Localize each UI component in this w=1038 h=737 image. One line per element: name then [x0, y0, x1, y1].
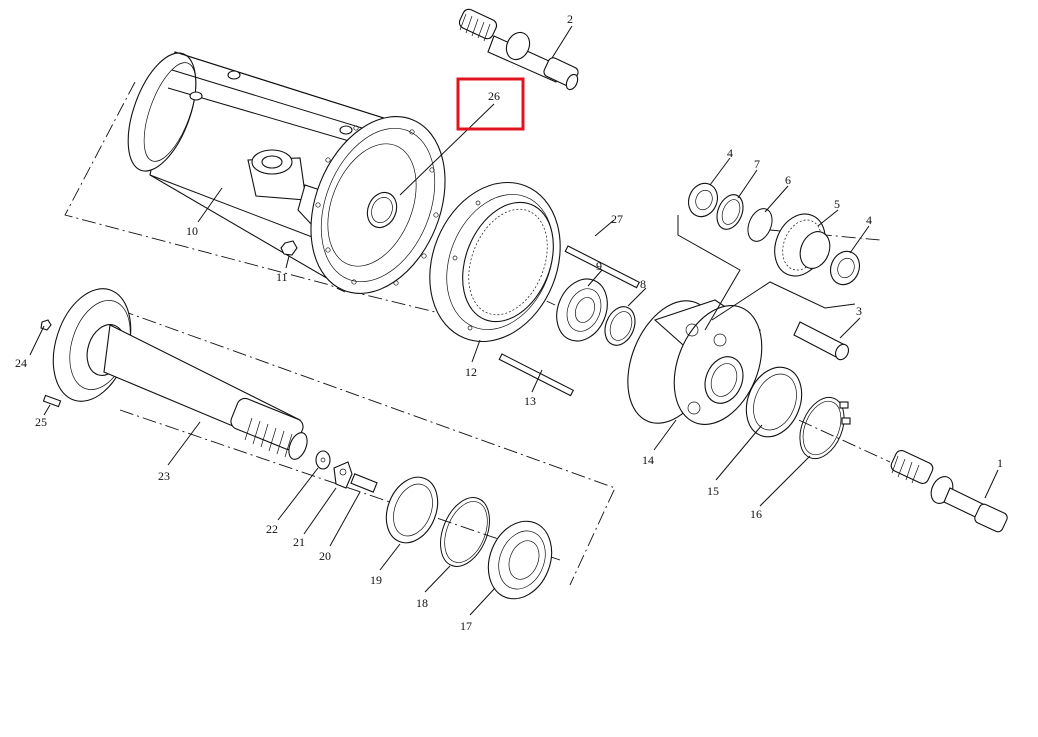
callout-18: 18 [416, 596, 428, 610]
part-8-snap-ring [604, 306, 636, 346]
part-14-planet-carrier [627, 215, 856, 425]
callout-3: 3 [856, 304, 862, 318]
highlight-box [456, 77, 525, 131]
part-16-retaining-ring [799, 396, 851, 460]
callout-24: 24 [15, 356, 27, 370]
part-23-axle-shaft [52, 288, 308, 460]
callout-16: 16 [750, 507, 762, 521]
callout-6: 6 [785, 173, 791, 187]
part-19-oil-seal [385, 476, 439, 544]
part-13-stud [498, 353, 575, 397]
part-27-stud [564, 245, 641, 289]
part-9-bearing [556, 278, 608, 342]
callout-10: 10 [186, 224, 198, 238]
part-12-ring-gear [429, 181, 561, 343]
part-1-sun-gear-shaft [890, 450, 1008, 533]
callout-4-right: 4 [866, 213, 872, 227]
callout-7: 7 [754, 157, 760, 171]
callout-26: 26 [488, 89, 500, 103]
callout-14: 14 [642, 453, 654, 467]
part-7-washer [716, 194, 744, 230]
callout-22: 22 [266, 522, 278, 536]
part-2-splined-shaft [458, 8, 579, 91]
part-6-circlip [747, 208, 773, 242]
part-22-washer [315, 450, 331, 470]
callout-27: 27 [611, 212, 623, 226]
part-20-bolt [350, 473, 378, 493]
callout-23: 23 [158, 469, 170, 483]
callout-9: 9 [596, 259, 602, 273]
callout-12: 12 [465, 365, 477, 379]
callout-4-left: 4 [727, 146, 733, 160]
part-18-o-ring [440, 497, 490, 567]
callout-25: 25 [35, 415, 47, 429]
part-11-nut [280, 240, 298, 256]
part-21-lock-plate [333, 461, 353, 489]
housing-flange [310, 116, 446, 294]
callout-19: 19 [370, 573, 382, 587]
part-5-planet-gear [774, 213, 831, 277]
leader-lines [29, 25, 999, 616]
callout-1: 1 [997, 456, 1003, 470]
part-17-bearing [487, 520, 553, 600]
callout-20: 20 [319, 549, 331, 563]
part-25-screw [42, 394, 62, 408]
callout-8: 8 [640, 277, 646, 291]
callout-labels: 1 2 3 4 4 5 6 7 8 9 10 11 12 13 14 15 16… [15, 12, 1003, 633]
callout-11: 11 [276, 270, 288, 284]
part-4-bearing-right [829, 250, 861, 286]
callout-21: 21 [293, 535, 305, 549]
callout-5: 5 [834, 197, 840, 211]
part-4-bearing-left [687, 182, 719, 218]
callout-15: 15 [707, 484, 719, 498]
callout-2: 2 [567, 12, 573, 26]
callout-13: 13 [524, 394, 536, 408]
part-3-planet-pin [793, 321, 850, 361]
part-15-thrust-washer [745, 366, 803, 438]
callout-17: 17 [460, 619, 472, 633]
